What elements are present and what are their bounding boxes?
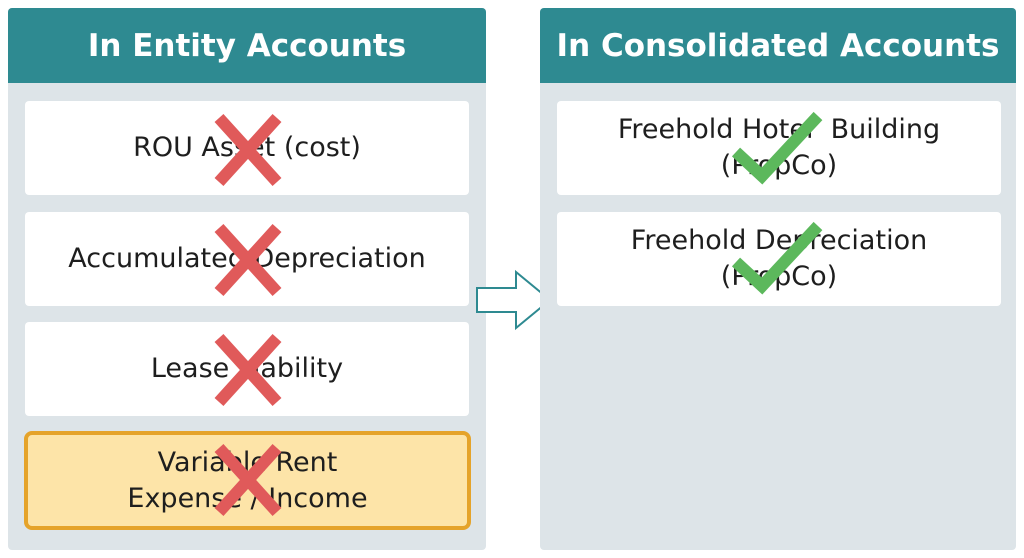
- card-label: ROU Asset (cost): [133, 132, 361, 163]
- card-lease-liability: Lease Liability: [25, 322, 469, 416]
- card-label-line1: Freehold Hotel Building: [617, 114, 941, 145]
- card-label-line2: (PropCo): [720, 150, 838, 181]
- card-freehold-depreciation: Freehold Depreciation (PropCo): [557, 212, 1001, 306]
- entity-accounts-title: In Entity Accounts: [8, 8, 486, 83]
- right-arrow-icon: [476, 269, 552, 331]
- card-freehold-building: Freehold Hotel Building (PropCo): [557, 101, 1001, 195]
- card-label-line2: Expense / Income: [127, 482, 368, 514]
- card-label: Accumulated Depreciation: [68, 243, 426, 274]
- card-label-line2: (PropCo): [720, 261, 838, 292]
- card-accumulated-depreciation: Accumulated Depreciation: [25, 212, 469, 306]
- consolidated-accounts-panel: In Consolidated Accounts Freehold Hotel …: [540, 8, 1016, 550]
- consolidated-accounts-title: In Consolidated Accounts: [540, 8, 1016, 83]
- card-variable-rent: Variable Rent Expense / Income: [24, 431, 471, 530]
- card-rou-asset: ROU Asset (cost): [25, 101, 469, 195]
- card-label-line1: Variable Rent: [157, 446, 338, 478]
- entity-accounts-panel: In Entity Accounts ROU Asset (cost) Accu…: [8, 8, 486, 550]
- card-label-line1: Freehold Depreciation: [630, 225, 928, 256]
- card-label: Lease Liability: [150, 353, 344, 384]
